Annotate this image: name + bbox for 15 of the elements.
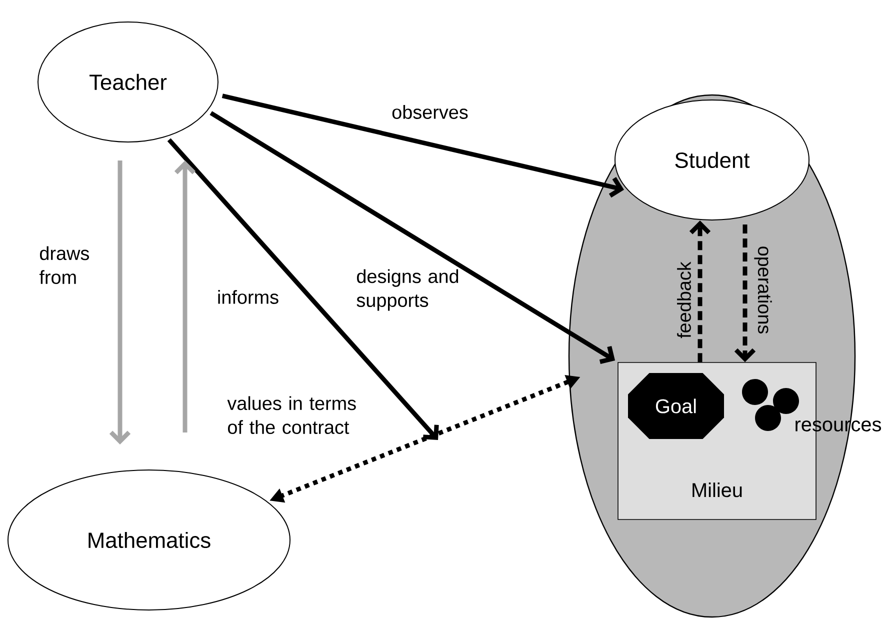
edge-label: operations xyxy=(754,246,772,334)
edge-label: designs and supports xyxy=(356,269,458,311)
edge-label: draws from xyxy=(39,246,89,284)
edge-label: feedback xyxy=(677,262,691,338)
arrow xyxy=(689,220,711,362)
arrow xyxy=(210,111,616,364)
arrow xyxy=(109,160,131,444)
goal-octagon: Goal xyxy=(628,373,724,439)
arrow xyxy=(174,160,196,432)
edge-label: values in terms of the contract xyxy=(227,396,356,434)
arrow xyxy=(167,138,439,440)
arrow xyxy=(734,224,756,362)
edge-label: observes xyxy=(392,105,468,119)
edge-label: informs xyxy=(218,290,278,304)
arrow xyxy=(222,94,624,198)
